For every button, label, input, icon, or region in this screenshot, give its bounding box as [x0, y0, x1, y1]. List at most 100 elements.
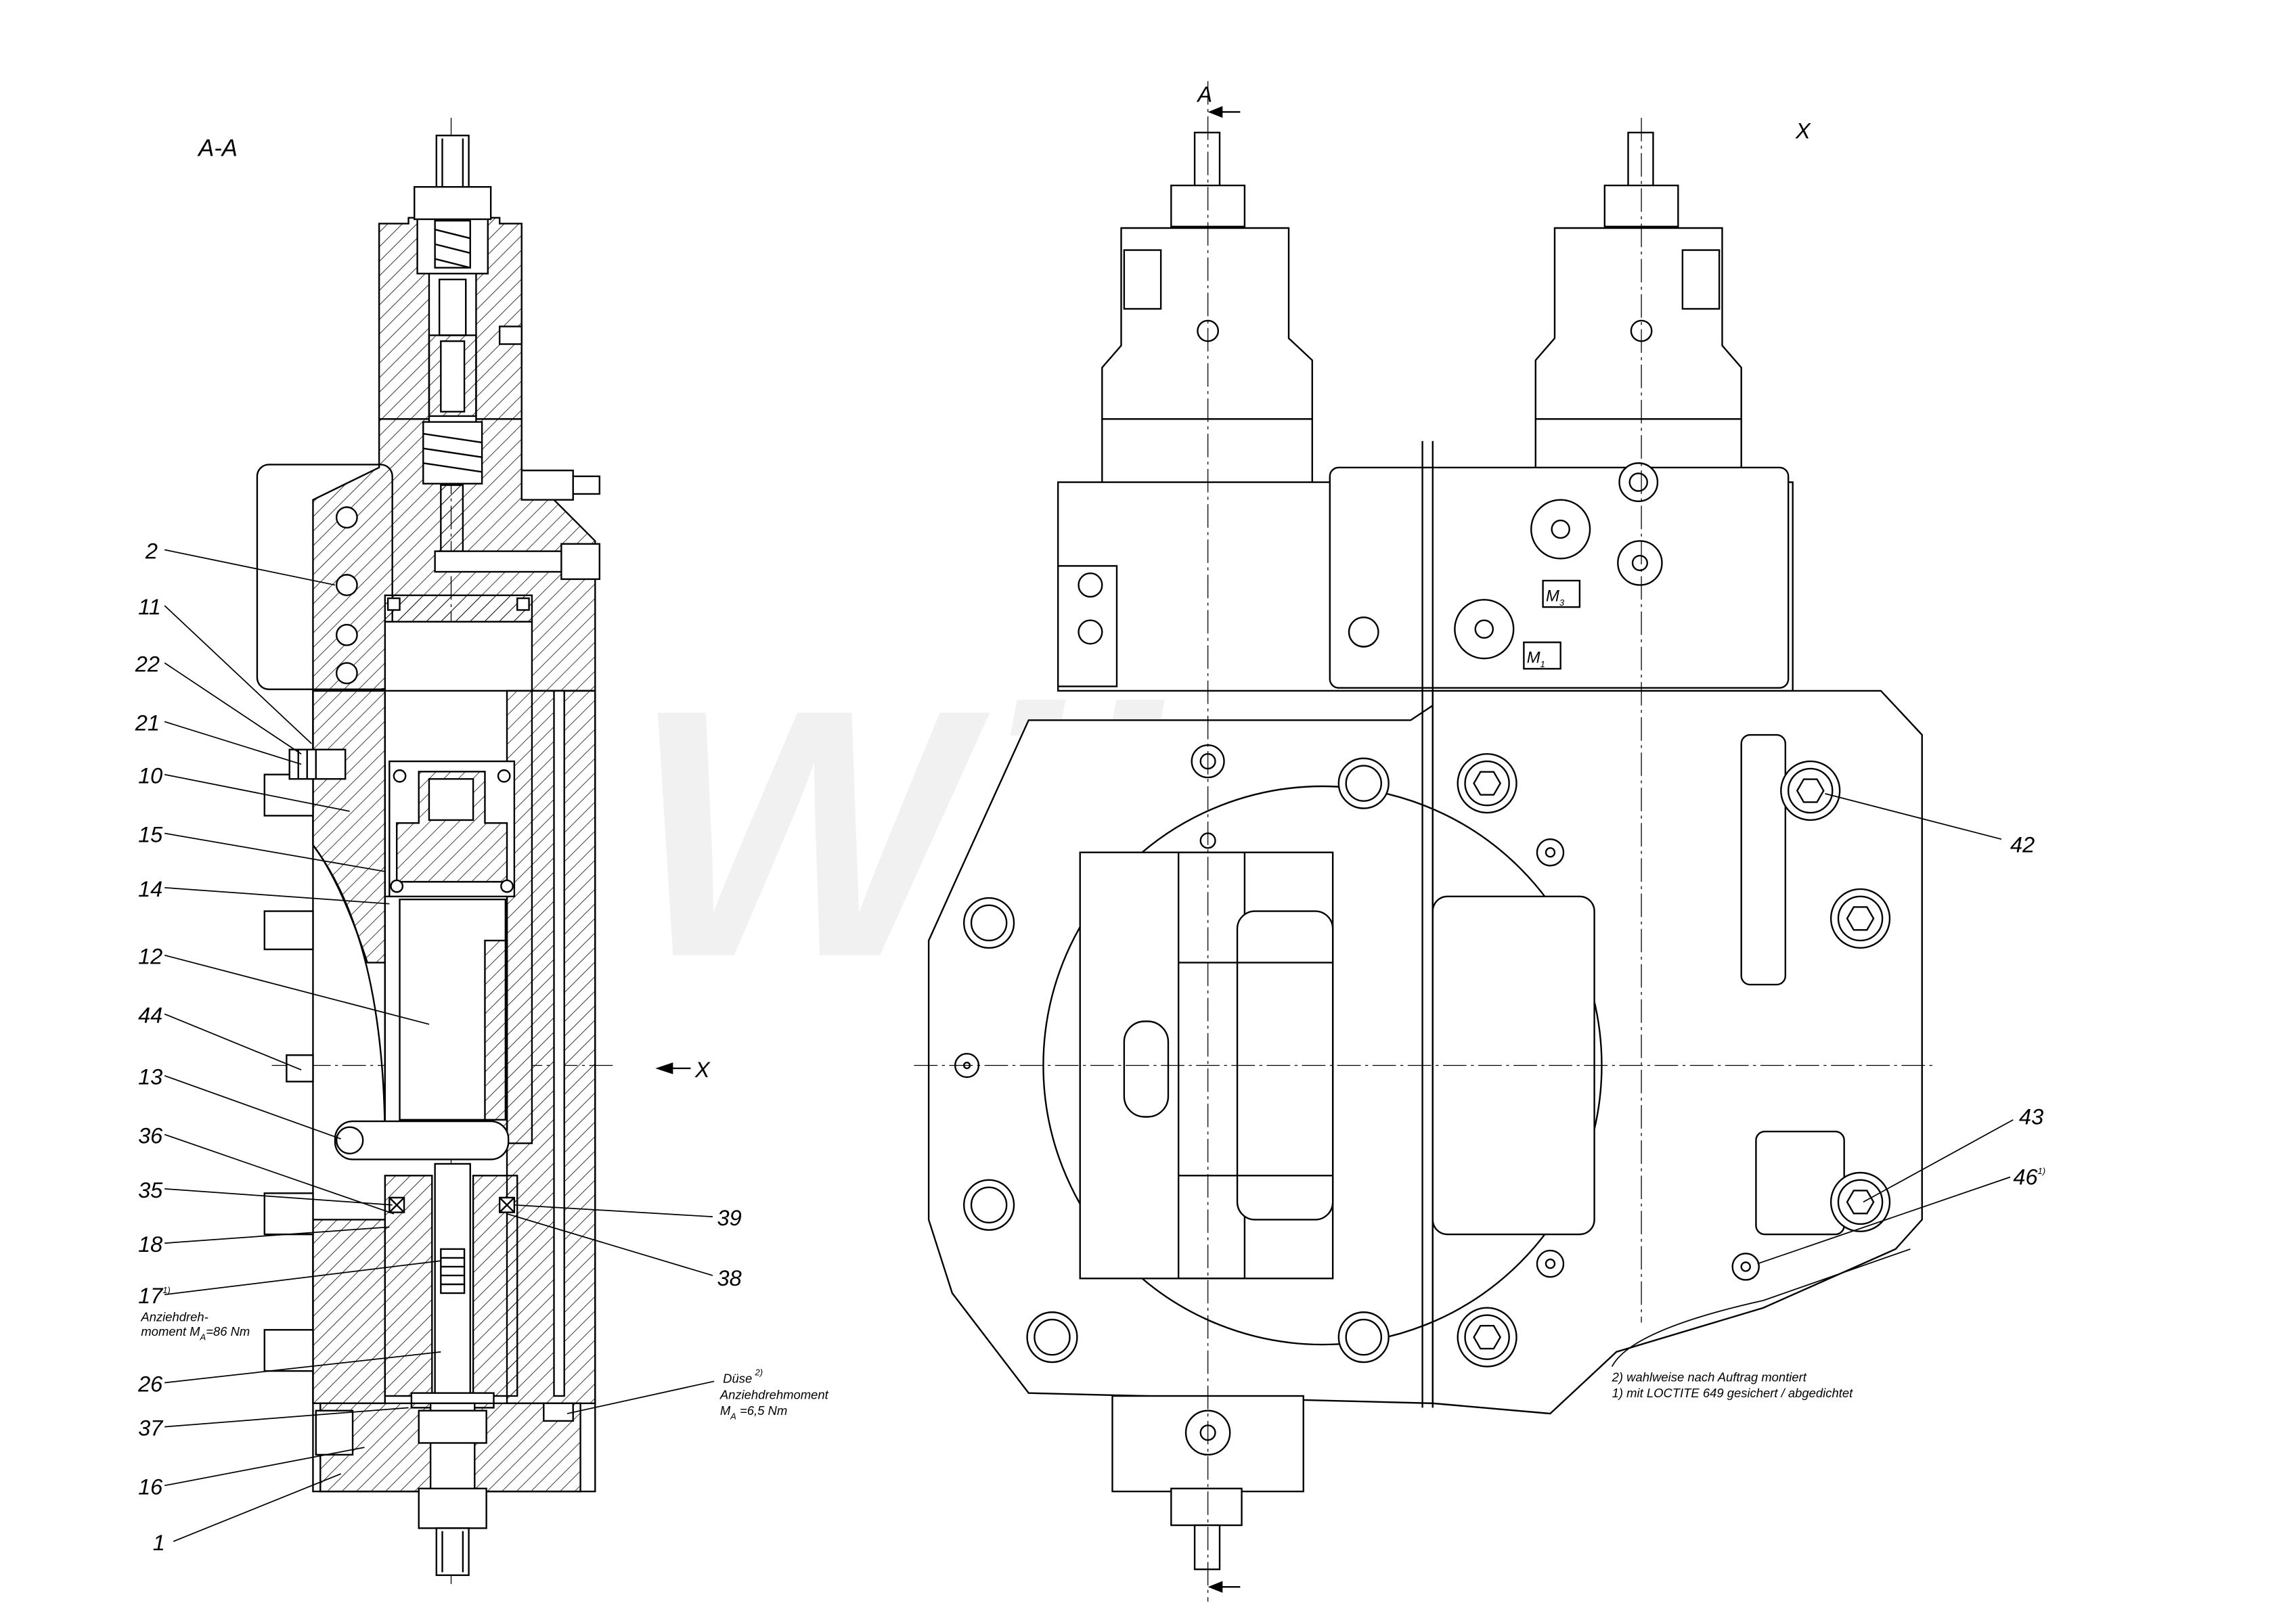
footnote-1: 1) mit LOCTITE 649 gesichert / abgedicht… — [1612, 1386, 1853, 1400]
nozzle-footnote-ref: 2) — [755, 1368, 763, 1378]
spring-coil — [435, 229, 471, 269]
side-plug-top — [498, 325, 523, 345]
bolt-head — [1464, 760, 1510, 807]
part-label-11: 11 — [138, 595, 161, 619]
leader-line — [164, 1075, 341, 1140]
footnote-leader — [1611, 1248, 1911, 1367]
side-plug-10 — [263, 773, 314, 817]
nozzle-note-line3: MA =6,5 Nm — [720, 1403, 787, 1422]
bolt-counterbore — [1457, 753, 1517, 814]
leader-line — [164, 1226, 390, 1244]
small-hole-inner — [1740, 1261, 1751, 1272]
pilot-poppet — [438, 278, 467, 336]
section-arrow-label: A — [1196, 82, 1212, 106]
part-label-17: 171) — [138, 1284, 171, 1308]
part-label-12: 12 — [138, 945, 162, 969]
hex-socket — [1473, 1325, 1502, 1350]
small-hole-outer — [1536, 1249, 1565, 1278]
torque-note-subscript: A — [200, 1332, 206, 1342]
part-label-1: 1 — [153, 1531, 165, 1555]
bolt-head — [1837, 1179, 1884, 1225]
bolt-hole-inner — [970, 1186, 1008, 1224]
cover-seal — [386, 597, 401, 611]
part-label-2: 2 — [145, 539, 158, 563]
port-m1-bore — [1474, 619, 1494, 639]
leader-line — [164, 773, 350, 812]
block-plug-inner — [1631, 554, 1648, 572]
torque-note-line1: Anziehdreh- — [140, 1309, 208, 1324]
port-m1-prefix: M — [1527, 649, 1540, 667]
bolt-head — [1787, 767, 1834, 814]
part-label-44: 44 — [138, 1003, 162, 1028]
bolt-counterbore — [1457, 1307, 1517, 1368]
plug-16 — [315, 1409, 354, 1456]
part-label-37: 37 — [138, 1416, 164, 1441]
hex-socket-bolt — [1780, 760, 1841, 821]
port-m3-label-box — [1542, 579, 1581, 608]
hex-socket-bolt — [1829, 1171, 1891, 1233]
bolt-group — [954, 744, 1891, 1368]
cross-pin-end — [335, 1126, 364, 1154]
view-arrow-label: X — [694, 1058, 711, 1082]
footnote-ref-17: 1) — [162, 1285, 171, 1295]
adjusting-spindle — [435, 135, 470, 192]
part-number-17: 17 — [138, 1284, 164, 1308]
hex-socket-bolt — [1829, 888, 1891, 949]
part-label-46: 461) — [2013, 1165, 2045, 1189]
piston-seal — [393, 769, 407, 783]
small-hole-inner — [1545, 847, 1556, 858]
block-plug-inner — [1628, 472, 1648, 492]
section-arrow-head — [1207, 106, 1223, 118]
leader-line — [506, 1213, 713, 1276]
pin-44 — [286, 1054, 314, 1083]
leader-line — [1825, 793, 2002, 840]
leader-line — [164, 662, 302, 754]
bottom-lock-nut — [418, 1487, 487, 1529]
small-hole — [1536, 1249, 1565, 1278]
section-label: A-A — [197, 136, 238, 162]
part-label-35: 35 — [138, 1178, 163, 1202]
leader-line — [164, 1188, 393, 1206]
leader-line — [164, 605, 312, 744]
nozzle-label: Düse — [723, 1371, 752, 1385]
guide-bushing — [484, 939, 508, 1140]
part-label-42: 42 — [2010, 833, 2035, 857]
bolt-hole-inner — [1345, 765, 1382, 802]
part-label-18: 18 — [138, 1232, 162, 1257]
inner-nut — [418, 1409, 487, 1444]
leader-line — [164, 1351, 441, 1384]
seal-cross — [389, 1197, 515, 1213]
bolt-hole-inner — [970, 904, 1008, 942]
port-m1-label-box — [1523, 641, 1561, 670]
plate-hole — [1078, 619, 1103, 645]
nozzle-torque-subscript: A — [730, 1412, 736, 1422]
bolt-hole — [1026, 1311, 1078, 1363]
hex-socket — [1796, 778, 1825, 803]
side-plug — [263, 910, 314, 951]
small-hole-outer — [1536, 838, 1565, 867]
leader-line — [1757, 1176, 2011, 1265]
torque-note-value: =86 Nm — [206, 1324, 250, 1338]
slot — [1123, 1020, 1170, 1118]
footnote-ref-46: 1) — [2038, 1166, 2046, 1176]
part-label-43: 43 — [2019, 1104, 2043, 1129]
footnote-2: 2) wahlweise nach Auftrag montiert — [1612, 1370, 1807, 1384]
leader-line — [164, 721, 302, 765]
section-view-a-a: A-A — [135, 118, 829, 1584]
small-hole-outer — [1731, 1253, 1760, 1281]
port-m1-subscript: 1 — [1540, 659, 1545, 669]
leader-line — [164, 549, 336, 586]
bottom-valve-spindle — [1193, 1524, 1221, 1571]
leader-line — [164, 954, 430, 1025]
port-m3-prefix: M — [1546, 587, 1559, 605]
leader-line — [164, 1407, 409, 1428]
spool-thread — [440, 1248, 466, 1294]
hex-socket — [1846, 1190, 1875, 1215]
housing-rib — [1740, 734, 1787, 986]
small-hole — [1536, 838, 1565, 867]
bolt-hole-inner — [1345, 1318, 1382, 1356]
leader-line — [1863, 1119, 2014, 1203]
part-label-13: 13 — [138, 1065, 162, 1089]
valve-body — [1101, 418, 1313, 487]
leader-line — [164, 1133, 395, 1215]
